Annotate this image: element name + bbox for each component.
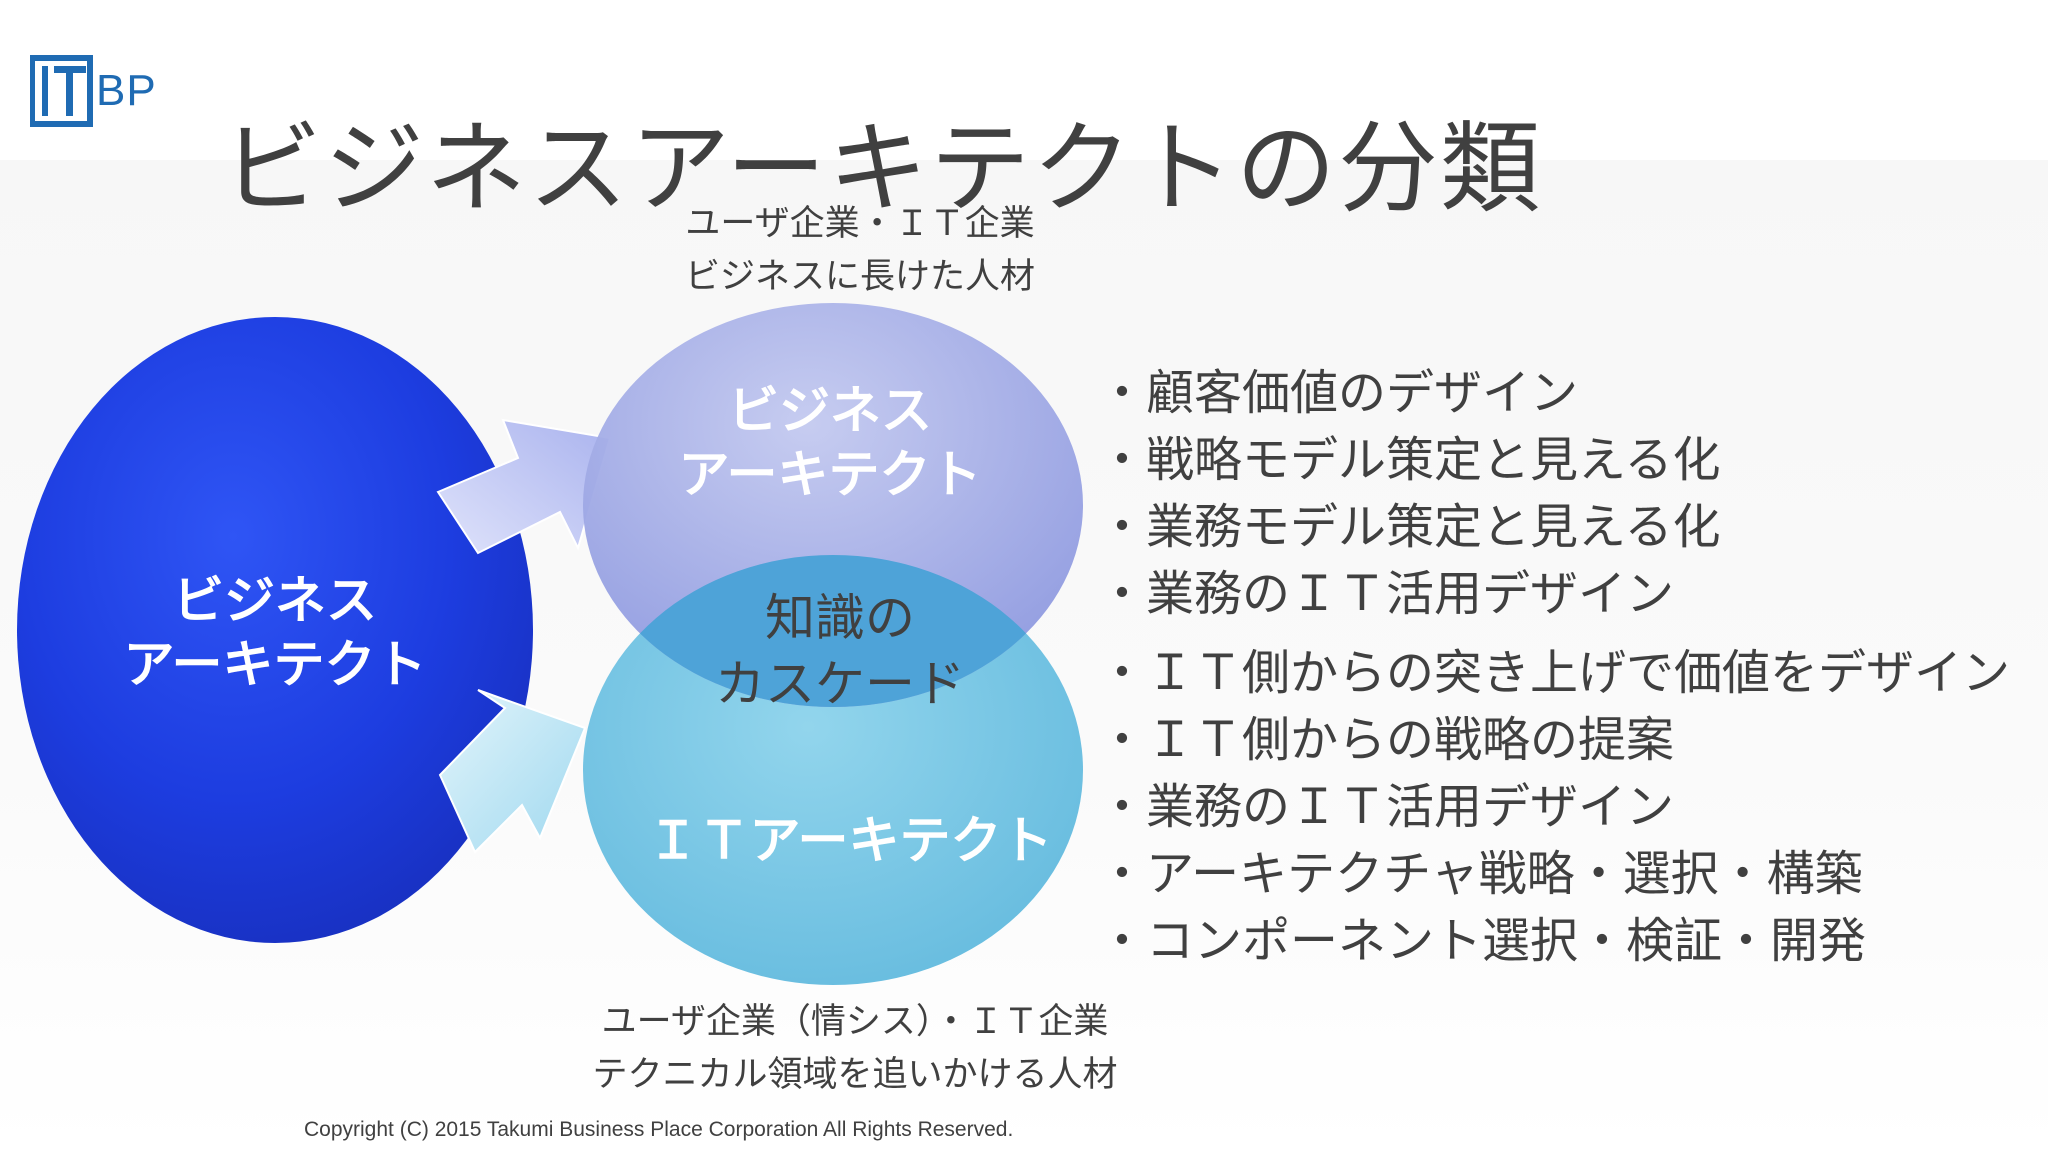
knowledge-cascade-label: 知識の カスケード — [715, 589, 965, 713]
it-architect-label: ＩＴアーキテクト — [647, 812, 1053, 871]
list-item: ・顧客価値のデザイン — [1098, 365, 1579, 421]
business-architect-list: ・顧客価値のデザイン ・戦略モデル策定と見える化 ・業務モデル策定と見える化 ・… — [1098, 360, 1721, 628]
list-item: ・業務のＩＴ活用デザイン — [1098, 566, 1675, 622]
big-circle-label: ビジネス アーキテクト — [123, 572, 427, 695]
list-item: ・アーキテクチャ戦略・選択・構築 — [1098, 846, 1863, 902]
copyright-notice: Copyright (C) 2015 Takumi Business Place… — [304, 1118, 1014, 1141]
big-circle — [17, 317, 533, 943]
company-logo — [30, 55, 93, 127]
bottom-caption: ユーザ企業（情シス）・ＩＴ企業 テクニカル領域を追いかける人材 — [592, 1002, 1118, 1095]
list-item: ・ＩＴ側からの突き上げで価値をデザイン — [1098, 645, 2011, 701]
list-item: ・コンポーネント選択・検証・開発 — [1098, 913, 1867, 969]
logo-text: BP — [96, 66, 157, 115]
page-title: ビジネスアーキテクトの分類 — [222, 110, 1542, 227]
list-item: ・業務モデル策定と見える化 — [1098, 499, 1721, 555]
list-item: ・ＩＴ側からの戦略の提案 — [1098, 712, 1675, 768]
overlap-area — [583, 555, 1083, 707]
list-item: ・戦略モデル策定と見える化 — [1098, 432, 1721, 488]
top-caption: ユーザ企業・ＩＴ企業 ビジネスに長けた人材 — [684, 204, 1035, 297]
business-architect-label: ビジネス アーキテクト — [678, 382, 982, 505]
list-item: ・業務のＩＴ活用デザイン — [1098, 779, 1675, 835]
it-architect-list: ・ＩＴ側からの突き上げで価値をデザイン ・ＩＴ側からの戦略の提案 ・業務のＩＴ活… — [1098, 640, 2010, 975]
arrow-to-it-icon — [438, 689, 587, 854]
